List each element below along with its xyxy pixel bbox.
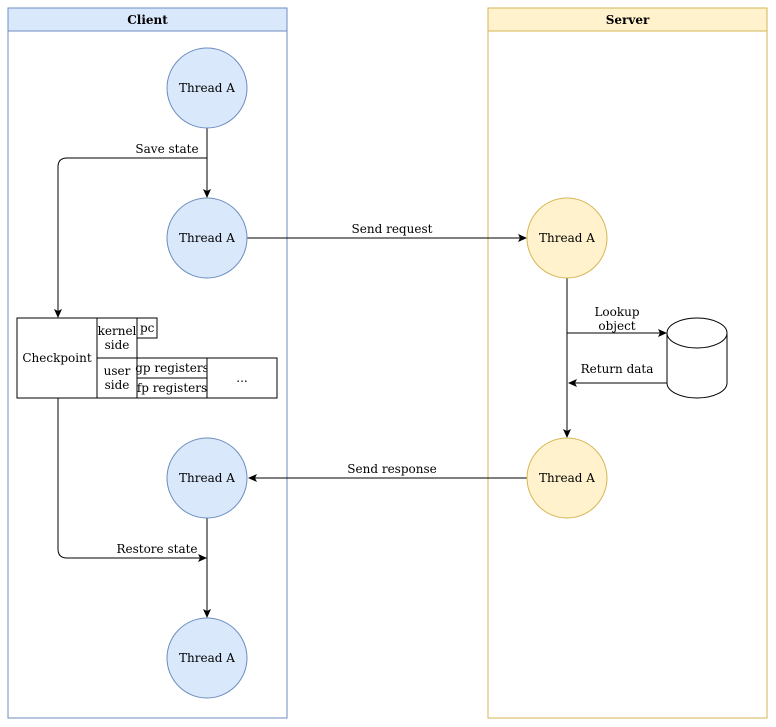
ellipsis-cell: ... [236,371,247,385]
client-thread-node: Thread A [166,197,248,279]
edge-send-request: Send request [247,222,527,242]
fp-registers-cell: fp registers [137,381,207,395]
edge-restore-state: Restore state [57,398,211,618]
edge-send-response: Send response [248,462,527,482]
thread-label: Thread A [539,231,595,245]
user-side-label-line2: side [105,378,130,392]
client-thread-node: Thread A [166,437,248,519]
pc-cell: pc [140,321,155,335]
edge-return-data: Return data [568,362,667,387]
thread-label: Thread A [179,231,235,245]
edge-save-state: Save state [54,128,211,318]
user-side-label-line1: user [104,364,131,378]
send-request-label: Send request [352,222,433,236]
lookup-object-label-line1: Lookup [594,305,639,319]
send-response-label: Send response [347,462,436,476]
client-lane-title: Client [127,13,168,27]
kernel-side-label-line1: kernel [98,324,137,338]
kernel-side-label-line2: side [105,338,130,352]
client-thread-node: Thread A [166,47,248,129]
edge-lookup-object: Lookup object [567,305,667,337]
lookup-object-label-line2: object [598,319,635,333]
save-state-label: Save state [135,142,198,156]
restore-state-label: Restore state [116,542,197,556]
server-lane-title: Server [606,13,650,27]
return-data-label: Return data [581,362,654,376]
thread-label: Thread A [539,471,595,485]
database-icon [666,317,728,399]
thread-label: Thread A [179,651,235,665]
gp-registers-cell: gp registers [135,361,209,375]
checkpoint-title: Checkpoint [22,351,91,365]
thread-label: Thread A [179,471,235,485]
checkpoint-table: Checkpoint kernel side pc user side gp r… [16,317,278,399]
client-thread-node: Thread A [166,617,248,699]
thread-label: Thread A [179,81,235,95]
server-thread-node: Thread A [526,437,608,519]
server-thread-node: Thread A [526,197,608,279]
